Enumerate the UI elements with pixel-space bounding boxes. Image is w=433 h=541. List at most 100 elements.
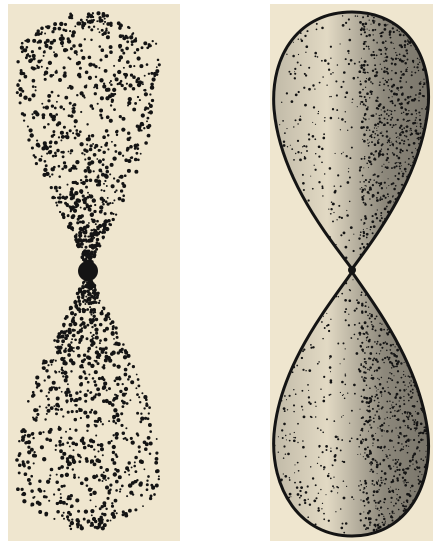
shade-dot [352,98,354,100]
shade-dot [415,72,417,74]
cloud-dot [84,477,88,481]
shade-dot [410,96,412,98]
cloud-dot [69,394,72,397]
shade-dot [396,137,397,138]
shade-dot [374,396,376,398]
cloud-dot [65,375,69,379]
shade-dot [323,518,325,520]
shade-dot [368,346,370,348]
shade-dot [416,448,418,450]
shade-dot [360,442,363,445]
shade-dot [374,133,376,135]
shade-dot [303,189,305,191]
shade-dot [296,486,299,489]
cloud-dot [122,510,125,513]
shade-dot [330,371,331,372]
cloud-dot [45,146,49,150]
cloud-dot [51,173,53,175]
cloud-dot [144,75,146,77]
cloud-dot [88,63,92,67]
shade-dot [397,362,399,364]
shade-dot [372,483,374,485]
shade-dot [383,83,385,85]
cloud-dot [111,351,115,355]
shade-dot [400,86,402,88]
cloud-dot [103,23,105,25]
cloud-dot [75,160,79,164]
shade-dot [351,147,353,149]
shade-dot [384,418,385,419]
cloud-dot [64,336,68,340]
shade-dot [369,416,371,418]
cloud-dot [111,320,115,324]
cloud-dot [97,232,101,236]
cloud-dot [98,302,100,304]
shade-dot [330,208,332,210]
cloud-dot [113,177,115,179]
shade-dot [418,476,420,478]
cloud-dot [87,444,90,447]
cloud-dot [64,135,67,138]
shade-dot [399,44,401,46]
shade-dot [318,509,320,511]
cloud-dot [24,40,26,42]
cloud-dot [144,108,147,111]
shade-dot [374,64,376,66]
shade-dot [376,42,377,43]
cloud-dot [137,127,141,131]
shade-dot [362,25,363,26]
cloud-dot [136,412,139,415]
shade-dot [386,81,388,83]
shade-dot [365,87,366,88]
shade-dot [285,453,286,454]
shade-dot [363,487,365,489]
shade-dot [400,409,401,410]
cloud-dot [95,318,98,321]
shade-dot [330,448,331,449]
cloud-dot [36,386,39,389]
cloud-dot [138,445,141,448]
cloud-dot [30,502,34,506]
cloud-dot [49,113,52,116]
cloud-dot [82,283,84,285]
shade-dot [399,389,401,391]
shade-dot [375,68,377,70]
shade-dot [375,330,377,332]
shade-dot [389,393,391,395]
shade-dot [293,411,294,412]
cloud-dot [84,169,86,171]
shade-dot [397,499,399,501]
shade-dot [337,487,339,489]
shade-dot [390,37,392,39]
shade-dot [294,464,295,465]
cloud-dot [143,127,145,129]
cloud-dot [73,209,77,213]
cloud-dot [103,364,106,367]
cloud-dot [56,101,58,103]
cloud-dot [113,510,116,513]
shade-dot [389,89,390,90]
shade-dot [365,363,367,365]
cloud-dot [41,31,43,33]
shade-dot [401,165,402,166]
shade-dot [344,384,346,386]
cloud-dot [42,431,44,433]
cloud-dot [74,191,78,195]
shade-dot [294,472,295,473]
cloud-dot [81,23,85,27]
cloud-dot [121,84,124,87]
shade-dot [392,102,394,104]
shade-dot [315,484,317,486]
shade-dot [284,132,286,134]
cloud-dot [76,94,78,96]
shade-dot [415,419,417,421]
cloud-dot [56,70,58,72]
shade-dot [419,62,420,63]
cloud-dot [56,204,58,206]
cloud-dot [42,366,46,370]
shade-dot [299,497,301,499]
shade-dot [376,394,378,396]
cloud-dot [62,151,65,154]
shade-dot [410,165,412,167]
shade-dot [359,61,361,63]
